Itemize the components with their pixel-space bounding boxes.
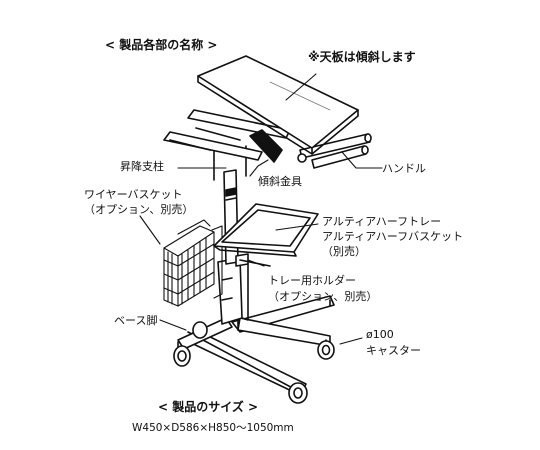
tilt-note: ※天板は傾斜します — [308, 50, 416, 64]
label-base-leg: ベース脚 — [114, 314, 158, 327]
caster — [173, 299, 335, 404]
leader-lines — [139, 73, 383, 345]
label-tilt-fitting: 傾斜金具 — [258, 175, 302, 188]
size-title: < 製品のサイズ > — [158, 400, 259, 414]
label-tray-holder: トレー用ホルダー — [268, 274, 356, 287]
size-spec: W450×D586×H850〜1050mm — [132, 422, 294, 434]
label-wire-basket-note: （オプション、別売） — [84, 203, 194, 216]
label-tray-basket: アルティアハーフバスケット — [322, 230, 464, 243]
handle — [297, 133, 372, 169]
parts-title: < 製品各部の名称 > — [105, 38, 218, 52]
label-tray-holder-note: （オプション、別売） — [268, 290, 378, 303]
top-frame — [163, 109, 291, 163]
wire-basket — [163, 219, 223, 307]
label-lift-column: 昇降支柱 — [120, 160, 164, 173]
tray-holder — [235, 253, 271, 267]
base-leg — [177, 295, 335, 396]
label-tray-note: （別売） — [322, 245, 366, 258]
label-tray: アルティアハーフトレー — [322, 215, 442, 228]
label-caster-size: ø100 — [366, 328, 394, 341]
label-handle: ハンドル — [382, 162, 426, 175]
label-caster: キャスター — [366, 344, 421, 357]
label-wire-basket: ワイヤーバスケット — [84, 188, 183, 201]
table-top — [197, 55, 359, 155]
tray — [213, 203, 319, 257]
